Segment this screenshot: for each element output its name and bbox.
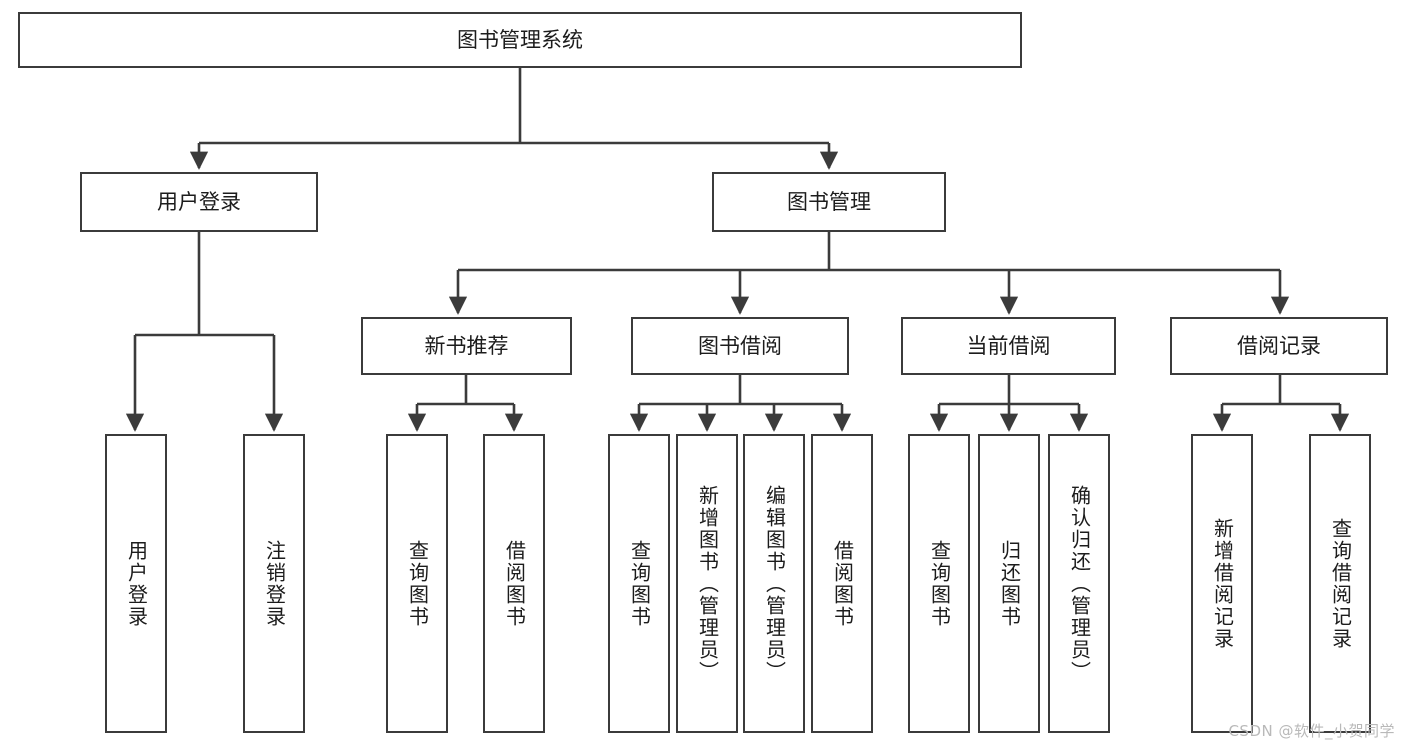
leaf-book-borrow-lend[interactable]: 借阅图书	[811, 434, 873, 733]
node-book-borrow[interactable]: 图书借阅	[631, 317, 849, 375]
leaf-current-borrow-confirm[interactable]: 确认归还（管理员）	[1048, 434, 1110, 733]
node-new-book-recommend-label: 新书推荐	[424, 333, 509, 358]
node-borrow-record-label: 借阅记录	[1237, 333, 1321, 358]
leaf-new-book-borrow-label: 借阅图书	[502, 539, 527, 628]
leaf-book-borrow-edit-label: 编辑图书（管理员）	[762, 484, 787, 683]
leaf-book-borrow-query[interactable]: 查询图书	[608, 434, 670, 733]
node-root-label: 图书管理系统	[457, 27, 583, 52]
node-user-login[interactable]: 用户登录	[80, 172, 318, 232]
leaf-borrow-record-add-label: 新增借阅记录	[1210, 517, 1235, 650]
node-user-login-label: 用户登录	[157, 189, 241, 214]
leaf-new-book-borrow[interactable]: 借阅图书	[483, 434, 545, 733]
leaf-book-borrow-add[interactable]: 新增图书（管理员）	[676, 434, 738, 733]
node-book-management-label: 图书管理	[787, 189, 871, 214]
node-current-borrow-label: 当前借阅	[966, 333, 1051, 358]
leaf-user-login-signin[interactable]: 用户登录	[105, 434, 167, 733]
leaf-current-borrow-confirm-label: 确认归还（管理员）	[1067, 484, 1092, 683]
csdn-watermark: CSDN @软件_小贺同学	[1228, 722, 1395, 740]
leaf-borrow-record-add[interactable]: 新增借阅记录	[1191, 434, 1253, 733]
leaf-current-borrow-query-label: 查询图书	[927, 539, 952, 628]
leaf-borrow-record-query-label: 查询借阅记录	[1328, 517, 1353, 650]
leaf-book-borrow-add-label: 新增图书（管理员）	[695, 484, 720, 683]
node-root[interactable]: 图书管理系统	[18, 12, 1022, 68]
leaf-borrow-record-query[interactable]: 查询借阅记录	[1309, 434, 1371, 733]
leaf-new-book-query[interactable]: 查询图书	[386, 434, 448, 733]
leaf-user-login-signout-label: 注销登录	[262, 539, 287, 628]
leaf-current-borrow-query[interactable]: 查询图书	[908, 434, 970, 733]
leaf-user-login-signin-label: 用户登录	[124, 539, 149, 628]
leaf-new-book-query-label: 查询图书	[405, 539, 430, 628]
leaf-book-borrow-lend-label: 借阅图书	[830, 539, 855, 628]
leaf-current-borrow-return[interactable]: 归还图书	[978, 434, 1040, 733]
leaf-user-login-signout[interactable]: 注销登录	[243, 434, 305, 733]
node-book-borrow-label: 图书借阅	[698, 333, 782, 358]
node-borrow-record[interactable]: 借阅记录	[1170, 317, 1388, 375]
node-book-management[interactable]: 图书管理	[712, 172, 946, 232]
node-new-book-recommend[interactable]: 新书推荐	[361, 317, 572, 375]
leaf-book-borrow-edit[interactable]: 编辑图书（管理员）	[743, 434, 805, 733]
leaf-book-borrow-query-label: 查询图书	[627, 539, 652, 628]
leaf-current-borrow-return-label: 归还图书	[997, 539, 1022, 628]
node-current-borrow[interactable]: 当前借阅	[901, 317, 1116, 375]
